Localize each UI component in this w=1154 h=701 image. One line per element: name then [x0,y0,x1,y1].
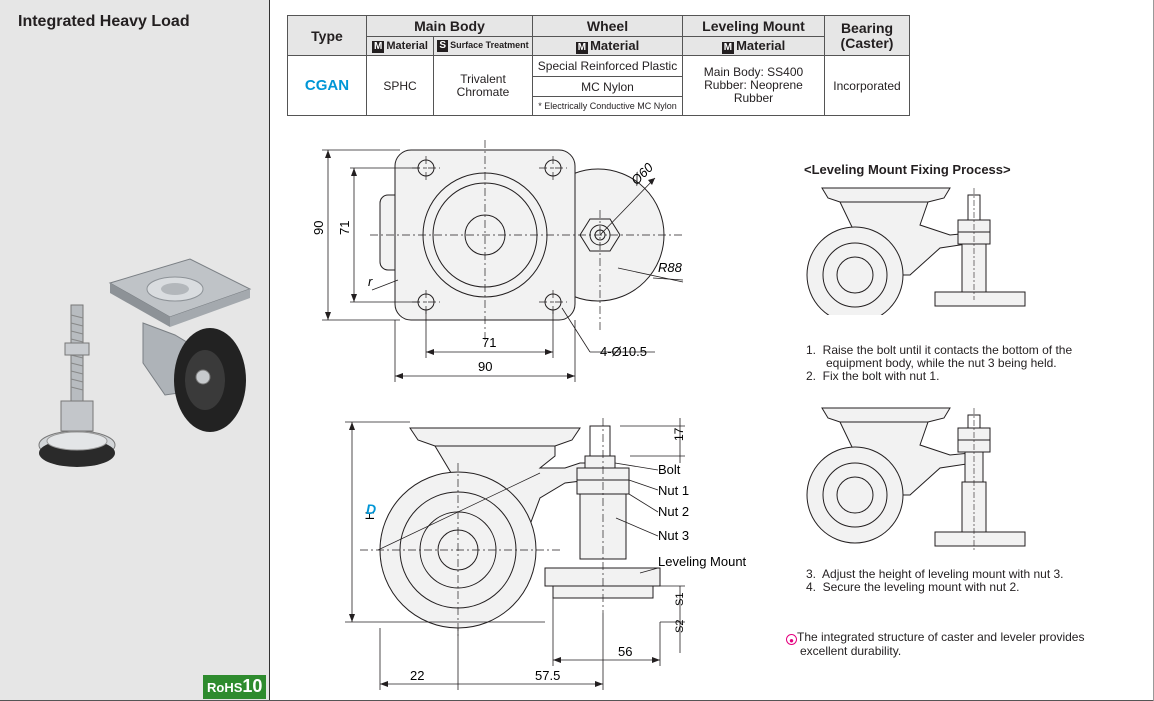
surface-line1: Trivalent [460,71,506,86]
wheel-option-note: * Electrically Conductive MC Nylon [532,96,683,116]
material-label: Material [386,39,428,52]
label-h: H [363,511,377,520]
dim-71-vertical: 71 [337,221,352,235]
type-value: CGAN [287,55,367,116]
label-nut2: Nut 2 [658,504,689,519]
side-view-drawing: Bolt Nut 1 Nut 2 Nut 3 Leveling Mount H … [345,418,747,690]
process-step: 1. Raise the bolt until it contacts the … [806,343,1073,357]
process-steps-1: 1. Raise the bolt until it contacts the … [806,344,1072,383]
surface-label: Surface Treatment [450,40,529,50]
process-figure-2 [806,407,1026,550]
dim-s1: S1 [674,593,686,606]
wheel-header: Wheel [532,15,683,37]
main-material-value: SPHC [366,55,434,116]
dim-90: 90 [478,359,492,374]
process-step: equipment body, while the nut 3 being he… [806,356,1057,370]
label-nut1: Nut 1 [658,483,689,498]
bearing-header: Bearing (Caster) [824,15,910,56]
bearing-value: Incorporated [824,55,910,116]
label-d: D [366,501,376,517]
main-body-header: Main Body [366,15,533,37]
wheel-option: Special Reinforced Plastic [532,55,683,77]
rohs-prefix: RoHS [207,680,243,695]
leveling-line2: Rubber: Neoprene Rubber [704,78,803,105]
material-label: Material [590,38,640,53]
label-bolt: Bolt [658,462,681,477]
bearing-header-line1: Bearing [840,19,894,36]
dim-57-5: 57.5 [535,668,560,683]
note-line1: The integrated structure of caster and l… [797,630,1085,644]
sidebar: Integrated Heavy Load RoHS10 [0,0,270,701]
dim-90-vertical: 90 [311,221,326,235]
dim-s2: S2 [674,620,686,633]
durability-note: ●The integrated structure of caster and … [786,631,1084,658]
leveling-line1: Main Body: SS400 [703,65,804,79]
dim-71: 71 [482,335,496,350]
surface-treatment-value: Trivalent Chromate [433,55,533,116]
dim-22: 22 [410,668,424,683]
type-header: Type [287,15,367,56]
rohs-number: 10 [242,676,263,696]
leveling-material-value: Main Body: SS400 Rubber: Neoprene Rubber [682,55,825,116]
dim-17: 17 [672,427,686,441]
leveling-mount-header: Leveling Mount [682,15,825,37]
process-step: 2. Fix the bolt with nut 1. [806,369,940,383]
top-view-drawing: 90 71 71 90 Ø60 R88 4-Ø10.5 r [311,140,685,382]
rohs-badge: RoHS10 [203,675,267,699]
surface-line2: Chromate [456,84,510,99]
spec-table: Type Main Body Wheel Leveling Mount Bear… [287,15,910,116]
product-title: Integrated Heavy Load [18,13,190,30]
process-title: <Leveling Mount Fixing Process> [804,162,1011,177]
surface-badge-icon: S [437,40,449,52]
dim-r: r [368,274,373,289]
product-photo [38,258,252,467]
material-label: Material [736,38,786,53]
dim-r-88: R88 [658,260,683,275]
label-nut3: Nut 3 [658,528,689,543]
bearing-header-line2: (Caster) [840,34,894,51]
material-badge-icon: M [721,42,735,54]
process-figure-1 [806,187,1026,315]
label-leveling-mount: Leveling Mount [658,554,747,569]
process-step: 4. Secure the leveling mount with nut 2. [806,580,1020,594]
material-badge-icon: M [575,42,589,54]
note-line2: excellent durability. [800,644,902,658]
material-badge-icon: M [372,40,385,53]
dim-holes: 4-Ø10.5 [600,344,647,359]
process-step: 3. Adjust the height of leveling mount w… [806,567,1064,581]
dim-56: 56 [618,644,632,659]
wheel-option: MC Nylon [532,76,683,97]
process-steps-2: 3. Adjust the height of leveling mount w… [806,568,1064,594]
